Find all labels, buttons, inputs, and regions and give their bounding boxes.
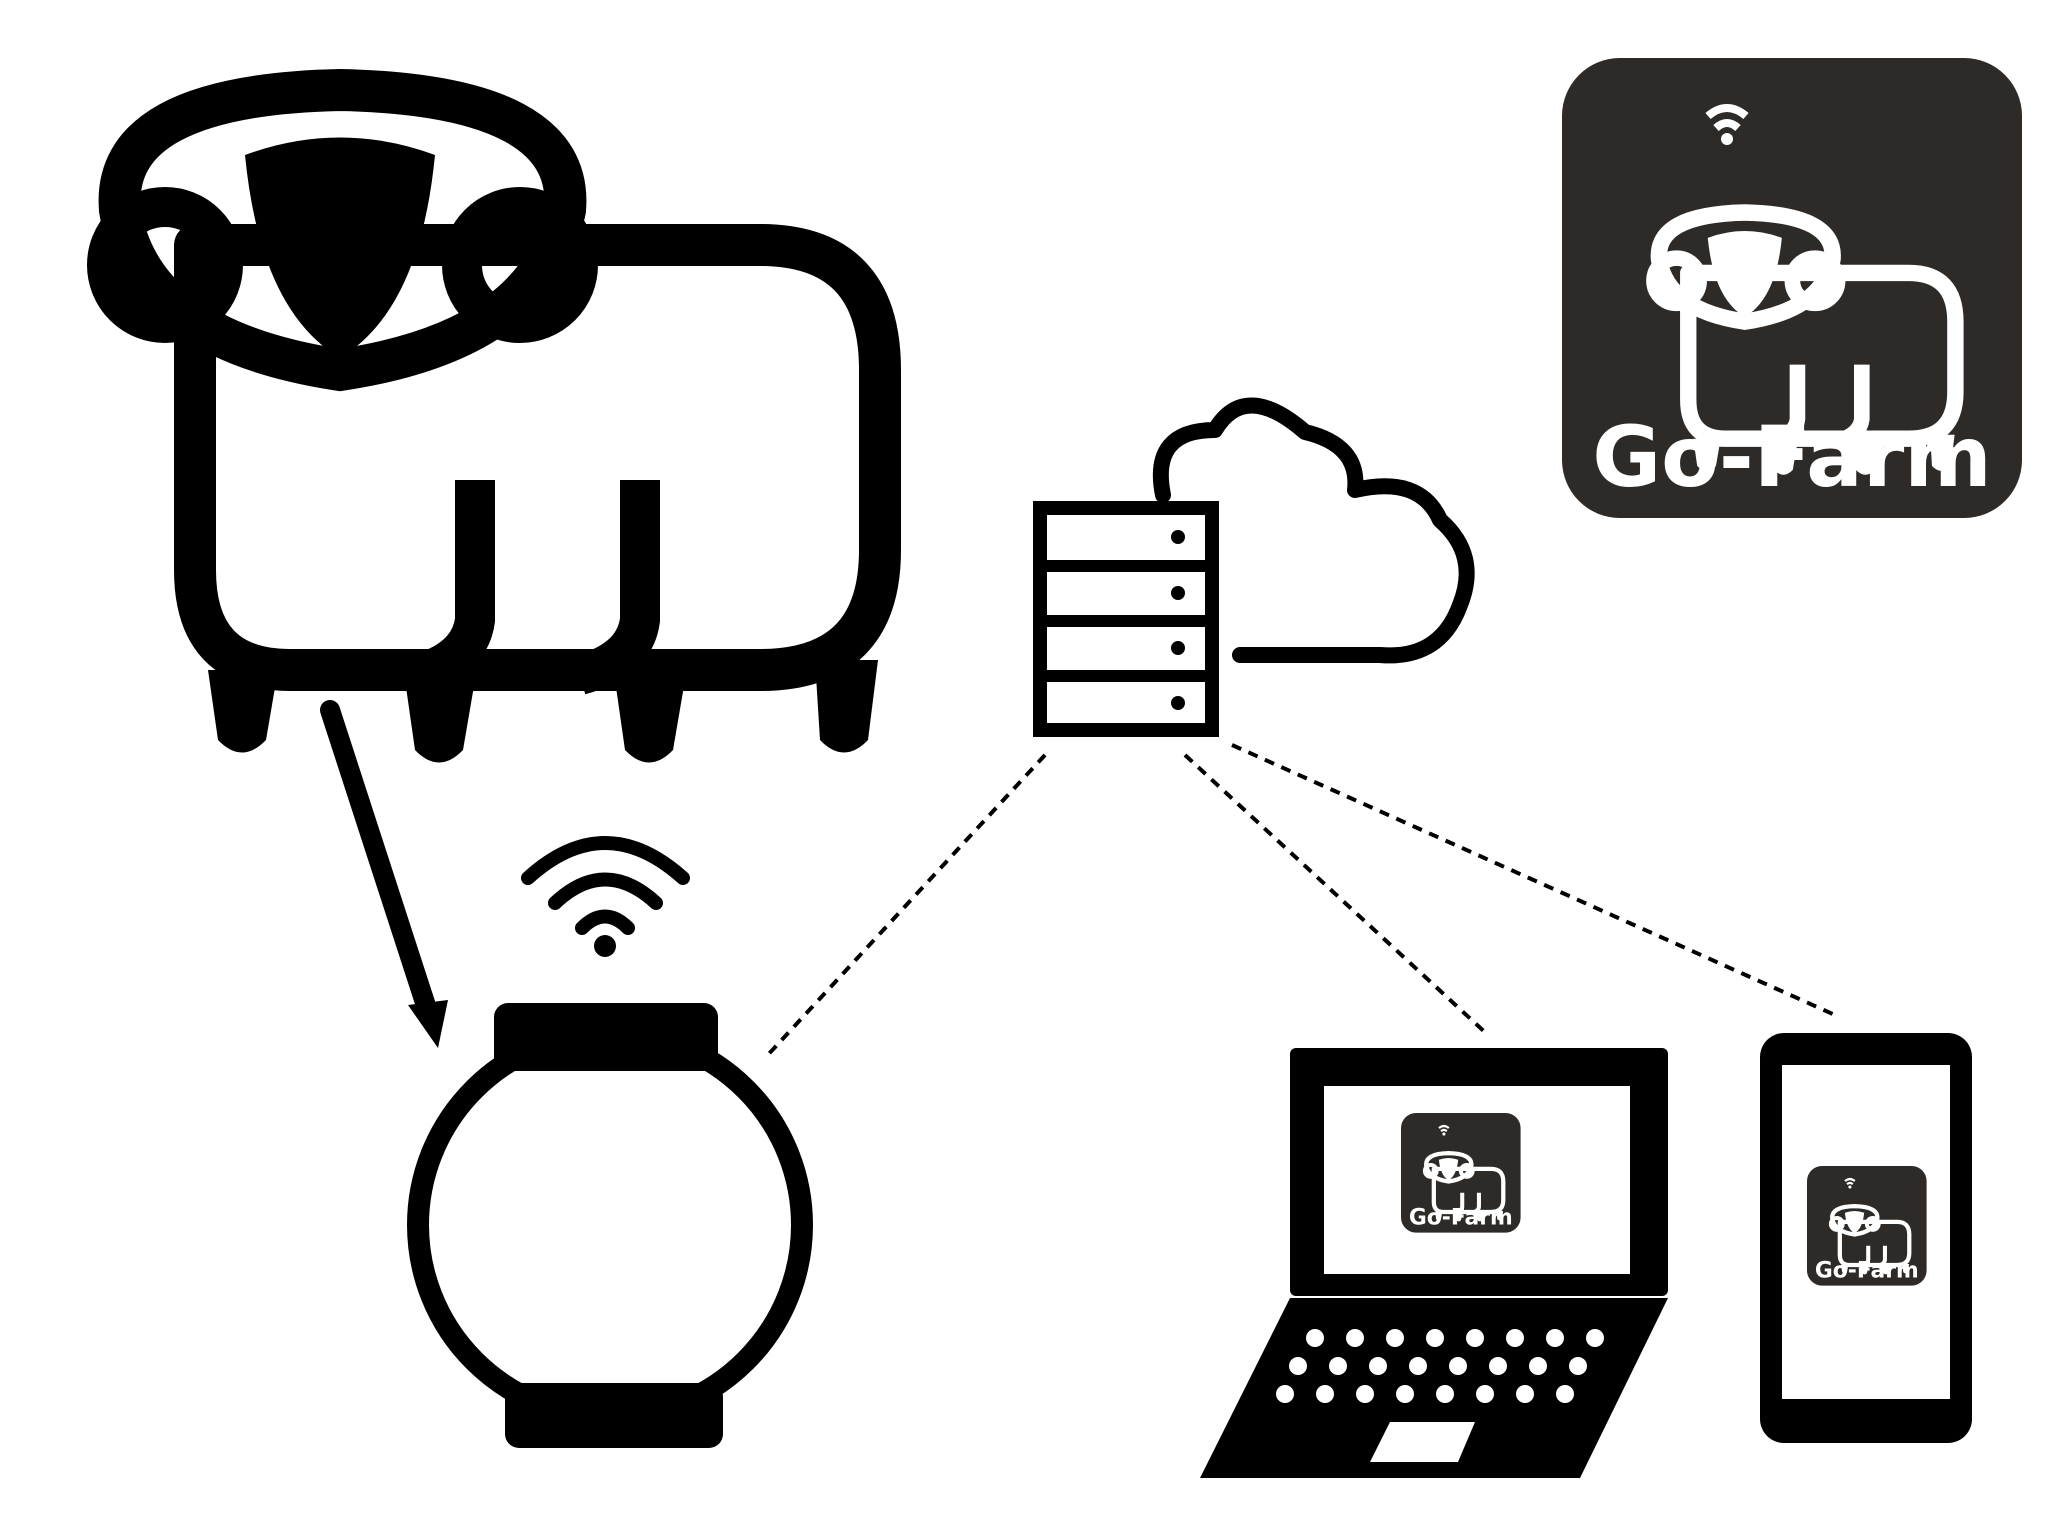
app-logo-icon: Go-Farm — [1562, 58, 2022, 518]
server-rack-icon — [1033, 501, 1219, 737]
link-server-laptop — [1183, 753, 1490, 1037]
app-logo-title: Go-Farm — [1592, 408, 1992, 506]
wifi-icon — [521, 836, 690, 957]
trackpad — [1370, 1422, 1475, 1462]
laptop-app-logo-icon: Go-Farm — [1401, 1113, 1521, 1233]
phone-app-logo-icon: Go-Farm — [1807, 1166, 1927, 1286]
cloud-icon — [1152, 397, 1475, 664]
tracking-collar-icon — [407, 1003, 813, 1448]
keyboard-keys — [1276, 1329, 1604, 1462]
laptop-icon — [1200, 1048, 1668, 1478]
link-server-collar — [763, 753, 1047, 1060]
sheep-to-collar-arrow — [320, 700, 448, 1048]
sheep-icon — [107, 90, 880, 763]
laptop-app-logo-title: Go-Farm — [1409, 1205, 1513, 1230]
link-server-phone — [1231, 743, 1836, 1017]
phone-app-logo-title: Go-Farm — [1815, 1258, 1919, 1283]
network-links — [763, 743, 1836, 1060]
